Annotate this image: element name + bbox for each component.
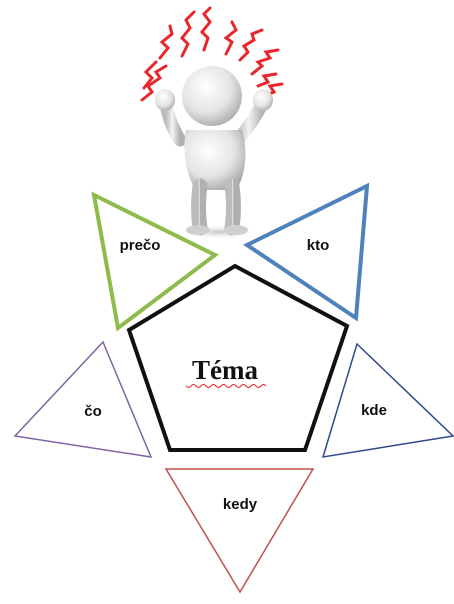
triangle-kde [321, 342, 454, 458]
question-preco: prečo [91, 191, 219, 332]
spellcheck-underline [185, 384, 267, 388]
triangle-kto [243, 182, 370, 322]
label-kde: kde [361, 402, 387, 419]
question-kedy: kedy [164, 468, 315, 594]
topic-label: Téma [192, 355, 258, 385]
triangle-preco [91, 191, 219, 332]
stress-bolts [140, 6, 284, 102]
question-kto: kto [243, 182, 370, 322]
question-co: čo [13, 340, 153, 458]
label-kedy: kedy [223, 496, 258, 513]
label-co: čo [84, 403, 102, 420]
triangle-kedy [164, 468, 315, 594]
stressed-person-icon [140, 6, 284, 240]
topic-pentagon [126, 263, 350, 452]
label-preco: prečo [120, 237, 161, 254]
triangle-co [13, 340, 153, 458]
question-kde: kde [321, 342, 454, 458]
label-kto: kto [307, 237, 330, 254]
